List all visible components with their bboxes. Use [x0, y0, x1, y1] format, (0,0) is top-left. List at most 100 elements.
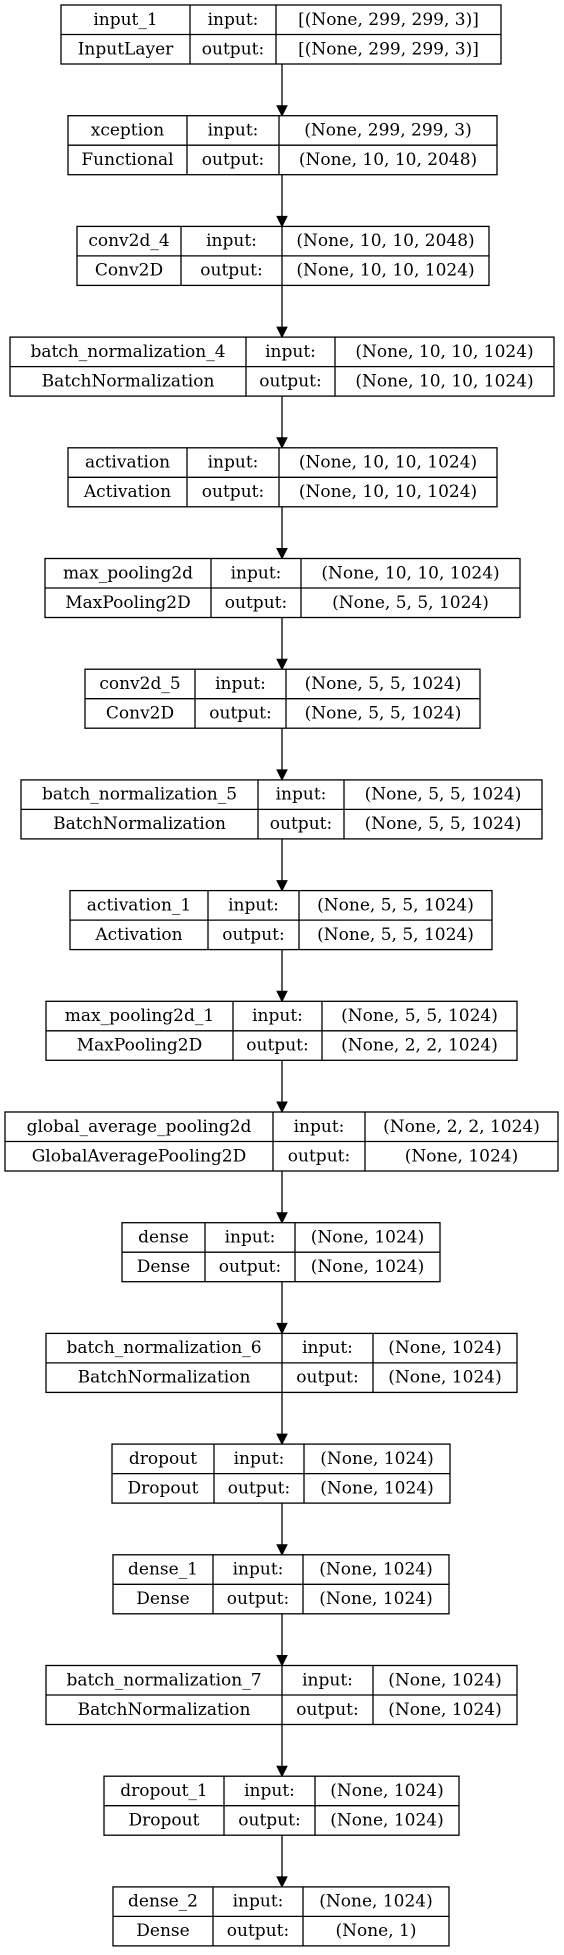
output-shape: [(None, 299, 299, 3)]: [298, 39, 479, 59]
layer-node: batch_normalization_5BatchNormalizationi…: [20, 779, 543, 840]
layer-name: dense_1: [128, 1560, 198, 1580]
output-label: output:: [296, 1700, 358, 1720]
output-label: output:: [202, 39, 264, 59]
layer-name: global_average_pooling2d: [27, 1117, 252, 1137]
layer-name: dropout: [129, 1449, 197, 1469]
input-label: input:: [302, 1338, 353, 1358]
input-label: input:: [231, 563, 282, 583]
layer-name: batch_normalization_6: [66, 1338, 261, 1358]
arrow-head-icon: [276, 326, 288, 339]
input-shape: (None, 5, 5, 1024): [305, 674, 462, 694]
output-label: output:: [288, 1146, 350, 1166]
layer-class: MaxPooling2D: [65, 593, 191, 613]
output-shape: (None, 1024): [311, 1257, 424, 1277]
output-label: output:: [259, 371, 321, 391]
output-label: output:: [209, 703, 271, 723]
layer-class: BatchNormalization: [78, 1368, 251, 1388]
output-label: output:: [227, 1589, 289, 1609]
layer-class: Dropout: [129, 1810, 200, 1830]
edge-arrow: [276, 1171, 288, 1224]
input-shape: (None, 5, 5, 1024): [317, 895, 474, 915]
arrow-head-icon: [276, 990, 288, 1003]
layer-node: global_average_pooling2dGlobalAveragePoo…: [4, 1111, 559, 1172]
output-shape: (None, 1024): [320, 1478, 433, 1498]
arrow-head-icon: [276, 215, 288, 228]
output-shape: (None, 1): [335, 1921, 416, 1941]
layer-name: xception: [91, 120, 165, 140]
input-shape: (None, 5, 5, 1024): [365, 785, 522, 805]
output-label: output:: [219, 1257, 281, 1277]
layer-name: conv2d_4: [88, 231, 169, 251]
edge-arrow: [276, 1835, 288, 1889]
edge-arrow: [276, 728, 288, 782]
layer-class: Dropout: [128, 1478, 199, 1498]
layer-class: Activation: [83, 482, 171, 502]
input-shape: (None, 299, 299, 3): [304, 120, 472, 140]
layer-class: Functional: [81, 150, 173, 170]
output-shape: (None, 1024): [388, 1700, 501, 1720]
layer-node: activation_1Activationinput:output:(None…: [69, 889, 493, 951]
output-label: output:: [270, 814, 332, 834]
output-shape: (None, 5, 5, 1024): [332, 593, 489, 613]
layer-node: batch_normalization_7BatchNormalizationi…: [45, 1664, 518, 1726]
edge-arrow: [276, 838, 288, 892]
output-label: output:: [200, 261, 262, 281]
layer-node: max_pooling2d_1MaxPooling2Dinput:output:…: [45, 1000, 518, 1061]
input-label: input:: [208, 453, 259, 473]
edge-arrow: [276, 1060, 288, 1114]
output-shape: (None, 1024): [319, 1589, 432, 1609]
input-label: input:: [265, 342, 316, 362]
arrow-head-icon: [276, 1101, 288, 1114]
layer-class: BatchNormalization: [42, 371, 215, 391]
output-label: output:: [202, 482, 264, 502]
layer-class: Conv2D: [95, 261, 163, 281]
output-shape: (None, 5, 5, 1024): [305, 703, 462, 723]
input-label: input:: [294, 1117, 345, 1137]
layer-name: batch_normalization_5: [42, 785, 237, 805]
input-shape: (None, 1024): [319, 1560, 432, 1580]
arrow-head-icon: [276, 437, 288, 449]
arrow-head-icon: [276, 1655, 288, 1667]
edge-arrow: [276, 1503, 288, 1556]
edge-arrow: [276, 396, 288, 449]
arrow-head-icon: [276, 105, 288, 117]
input-label: input:: [206, 231, 257, 251]
edge-arrow: [276, 64, 288, 117]
input-shape: (None, 10, 10, 2048): [296, 231, 474, 251]
layer-name: batch_normalization_4: [30, 342, 225, 362]
output-label: output:: [246, 1036, 308, 1056]
arrow-head-icon: [276, 769, 288, 782]
edge-arrow: [276, 506, 288, 560]
input-shape: (None, 2, 2, 1024): [383, 1117, 540, 1137]
input-shape: (None, 1024): [330, 1781, 443, 1801]
layer-name: activation_1: [87, 895, 191, 915]
input-shape: [(None, 299, 299, 3)]: [298, 10, 479, 30]
input-shape: (None, 1024): [311, 1227, 424, 1247]
input-label: input:: [233, 1892, 284, 1912]
layer-class: BatchNormalization: [53, 814, 226, 834]
layer-name: batch_normalization_7: [66, 1670, 261, 1690]
layer-class: Dense: [137, 1257, 190, 1277]
layer-class: GlobalAveragePooling2D: [32, 1146, 247, 1166]
edge-arrow: [276, 617, 288, 671]
input-label: input:: [302, 1670, 353, 1690]
output-shape: (None, 1024): [405, 1146, 518, 1166]
input-shape: (None, 1024): [319, 1892, 432, 1912]
arrow-head-icon: [276, 1765, 288, 1778]
edge-arrow: [276, 1281, 288, 1335]
edge-arrow: [276, 1613, 288, 1667]
layer-class: MaxPooling2D: [77, 1036, 203, 1056]
output-label: output:: [238, 1810, 300, 1830]
output-label: output:: [227, 1921, 289, 1941]
layer-class: Activation: [94, 925, 182, 945]
layer-class: Dense: [136, 1589, 189, 1609]
layer-name: dense_2: [128, 1892, 198, 1912]
